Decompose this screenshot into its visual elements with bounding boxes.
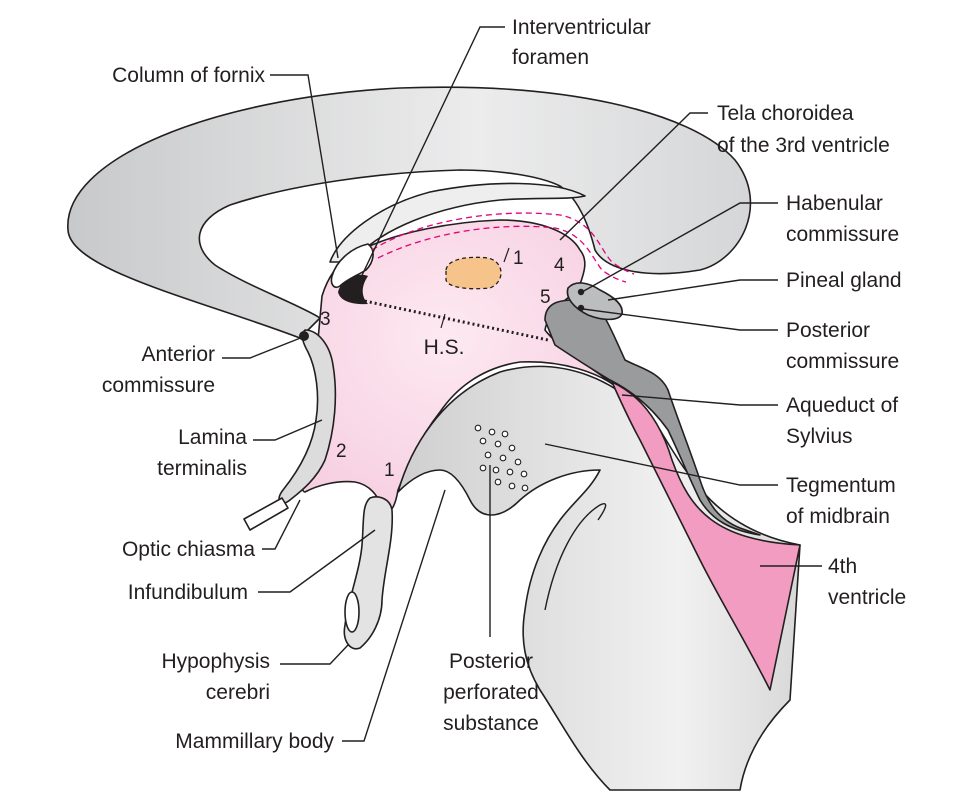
label-mammillary-body: Mammillary body — [175, 730, 334, 753]
label-hypophysis-2: cerebri — [206, 681, 270, 704]
label-anterior-commissure-2: commissure — [102, 374, 215, 397]
label-posterior-commissure-1: Posterior — [786, 319, 870, 342]
label-aqueduct-2: Sylvius — [786, 425, 853, 448]
label-fourth-ventricle-1: 4th — [828, 555, 857, 578]
number-1-adhesion: 1 — [513, 248, 524, 269]
label-tegmentum-1: Tegmentum — [786, 474, 896, 497]
label-column-of-fornix: Column of fornix — [112, 64, 265, 87]
label-tela-choroidea-1: Tela choroidea — [717, 102, 854, 125]
leader-lines — [222, 26, 822, 742]
tick-hs — [440, 313, 446, 329]
diagram-labels: Column of fornix Interventricular forame… — [102, 16, 906, 753]
interthalamic-adhesion — [445, 256, 502, 290]
number-1-infundibular: 1 — [384, 460, 395, 481]
label-fourth-ventricle-2: ventricle — [828, 586, 906, 609]
label-tela-choroidea-2: of the 3rd ventricle — [717, 134, 890, 157]
fourth-ventricle — [611, 381, 801, 691]
tick-adhesion — [503, 247, 510, 263]
tegmentum-inner-curve — [544, 503, 607, 611]
perforated-substance-dots — [474, 424, 529, 492]
label-interventricular-foramen-1: Interventricular — [512, 16, 651, 39]
label-pineal-gland: Pineal gland — [786, 269, 902, 292]
number-5-pineal: 5 — [540, 287, 551, 308]
number-2-optic: 2 — [336, 441, 347, 462]
label-infundibulum: Infundibulum — [128, 581, 248, 604]
label-hypophysis-1: Hypophysis — [161, 650, 270, 673]
hypophysis-lobe — [344, 591, 360, 633]
optic-nerve — [243, 497, 289, 531]
label-lamina-terminalis-2: terminalis — [157, 457, 247, 480]
label-anterior-commissure-1: Anterior — [141, 343, 215, 366]
label-aqueduct-1: Aqueduct of — [786, 394, 898, 417]
anterior-commissure-dot — [299, 331, 309, 341]
label-posterior-perforated-2: perforated — [443, 681, 539, 704]
label-lamina-terminalis-1: Lamina — [178, 426, 247, 449]
corpus-callosum — [67, 86, 752, 339]
hypothalamic-sulcus — [359, 298, 549, 342]
midbrain — [397, 365, 801, 791]
column-of-fornix — [330, 243, 374, 289]
label-optic-chiasma: Optic chiasma — [122, 538, 255, 561]
label-tegmentum-2: of midbrain — [786, 505, 890, 528]
habenular-commissure-dot — [577, 288, 585, 296]
label-habenular-commissure-2: commissure — [786, 223, 899, 246]
posterior-commissure-dot — [577, 304, 585, 312]
label-posterior-perforated-1: Posterior — [449, 650, 533, 673]
label-posterior-commissure-2: commissure — [786, 350, 899, 373]
label-hypothalamic-sulcus: H.S. — [424, 336, 465, 359]
label-interventricular-foramen-2: foramen — [512, 46, 589, 69]
number-4-suprapineal: 4 — [554, 255, 565, 276]
number-3-anterior: 3 — [320, 309, 331, 330]
recess-numbers: 1 1 2 3 4 5 — [320, 248, 565, 481]
label-posterior-perforated-3: substance — [443, 712, 539, 735]
label-habenular-commissure-1: Habenular — [786, 192, 883, 215]
tela-choroidea-dash-1 — [371, 212, 635, 275]
